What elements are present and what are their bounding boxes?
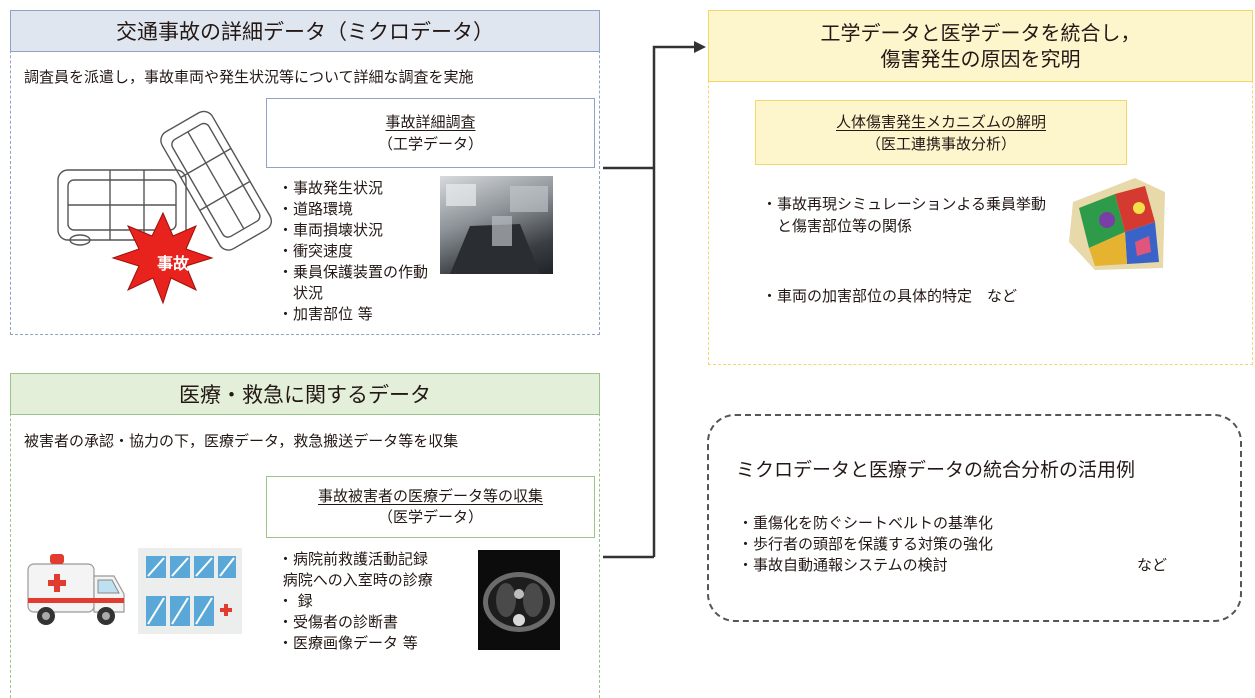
integration-item-2: ・車両の加害部位の具体的特定 など: [762, 287, 1018, 305]
list-item: 病院前救護活動記録: [278, 549, 468, 570]
injury-mechanism-subtitle: （医工連携事故分析）: [865, 134, 1016, 153]
engineering-data-subtitle: （工学データ）: [377, 135, 483, 153]
examples-title: ミクロデータと医療データの統合分析の活用例: [736, 459, 1136, 481]
medical-data-title-bar: 医療・救急に関するデータ: [10, 373, 600, 415]
examples-etc: など: [1137, 556, 1168, 574]
car-tilted: [160, 110, 273, 251]
list-item: 受傷者の診断書: [278, 612, 468, 633]
engineering-data-box: 事故詳細調査 （工学データ）: [266, 98, 595, 168]
list-item: 車両損壊状況: [278, 220, 433, 241]
car-interior-photo: [440, 176, 553, 274]
simulation-image: [1065, 172, 1167, 276]
list-item: 医療画像データ 等: [278, 633, 468, 654]
ambulance-icon: [27, 554, 125, 625]
injury-mechanism-box: 人体傷害発生メカニズムの解明 （医工連携事故分析）: [755, 100, 1127, 165]
micro-data-title: 交通事故の詳細データ（ミクロデータ）: [116, 20, 494, 44]
list-item: 乗員保護装置の作動状況: [278, 262, 433, 304]
micro-data-list: 事故発生状況 道路環境 車両損壊状況 衝突速度 乗員保護装置の作動状況 加害部位…: [278, 178, 433, 325]
list-item: 重傷化を防ぐシートベルトの基準化: [738, 513, 1058, 534]
medical-data-box: 事故被害者の医療データ等の収集 （医学データ）: [266, 476, 595, 538]
list-item: 事故発生状況: [278, 178, 433, 199]
integration-item-1: ・事故再現シミュレーションよる乗員挙動と傷害部位等の関係: [762, 195, 1046, 235]
injury-mechanism-title: 人体傷害発生メカニズムの解明: [835, 112, 1046, 131]
list-item: 歩行者の頭部を保護する対策の強化: [738, 534, 1058, 555]
medical-data-title: 医療・救急に関するデータ: [179, 383, 431, 407]
integration-title-line2: 傷害発生の原因を究明: [880, 47, 1081, 71]
crash-label: 事故: [156, 254, 189, 273]
medical-data-box-subtitle: （医学データ）: [377, 508, 483, 526]
list-item: 事故自動通報システムの検討: [738, 555, 1058, 576]
medical-data-description: 被害者の承認・協力の下，医療データ，救急搬送データ等を収集: [24, 432, 459, 450]
micro-data-description: 調査員を派遣し，事故車両や発生状況等について詳細な調査を実施: [24, 68, 474, 86]
examples-list: 重傷化を防ぐシートベルトの基準化 歩行者の頭部を保護する対策の強化 事故自動通報…: [738, 513, 1058, 576]
car-crash-illustration: [57, 110, 273, 305]
list-item: 加害部位 等: [278, 304, 433, 325]
integration-title-bar: 工学データと医学データを統合し， 傷害発生の原因を究明: [708, 10, 1253, 82]
integration-title-line1: 工学データと医学データを統合し，: [820, 21, 1141, 45]
car-horizontal: [57, 169, 187, 241]
medical-data-list: 病院前救護活動記録 病院への入室時の診療録 受傷者の診断書 医療画像データ 等: [278, 549, 468, 654]
arrow-head: [694, 41, 706, 53]
examples-panel: [707, 414, 1242, 622]
list-item: 道路環境: [278, 199, 433, 220]
medical-data-box-title: 事故被害者の医療データ等の収集: [317, 487, 543, 505]
ct-scan-image: [478, 550, 560, 650]
list-item: 病院への入室時の診療録: [278, 570, 468, 612]
list-item: 衝突速度: [278, 241, 433, 262]
engineering-data-title: 事故詳細調査: [385, 113, 476, 131]
connector-line-vertical: [652, 45, 695, 557]
micro-data-title-bar: 交通事故の詳細データ（ミクロデータ）: [10, 10, 600, 52]
hospital-icon: [138, 548, 242, 634]
crash-star-icon: [111, 211, 214, 305]
